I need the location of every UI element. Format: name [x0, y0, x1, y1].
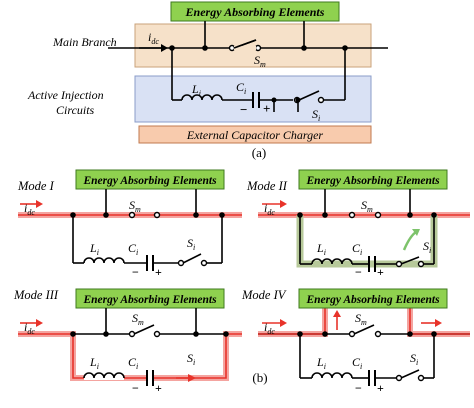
li-label: Li	[191, 82, 201, 98]
ci-label: Ci	[236, 80, 246, 96]
svg-text:+: +	[155, 381, 162, 395]
active-injection-label-1: Active Injection	[27, 88, 104, 102]
svg-text:+: +	[155, 265, 162, 279]
sm-label: Sm	[254, 53, 266, 69]
cap-minus: −	[240, 102, 247, 117]
svg-text:−: −	[355, 265, 362, 279]
mode-3-panel: Energy Absorbing Elements Mode III idc S…	[13, 288, 242, 395]
caption-b: (b)	[252, 370, 267, 385]
svg-text:Si: Si	[187, 351, 195, 367]
main-branch-region	[134, 23, 372, 68]
mode-2-energy-label: Energy Absorbing Elements	[305, 175, 440, 187]
svg-text:Ci: Ci	[128, 355, 138, 371]
svg-text:idc: idc	[264, 320, 275, 336]
idc-arrow	[161, 44, 168, 52]
svg-text:Li: Li	[89, 355, 99, 371]
svg-text:Ci: Ci	[352, 355, 362, 371]
charger-box	[138, 125, 372, 144]
si-label: Si	[312, 107, 320, 123]
cap-plus: +	[263, 101, 270, 116]
svg-text:Sm: Sm	[361, 198, 373, 214]
mode-4-right-arrow	[435, 319, 442, 327]
energy-absorbing-label: Energy Absorbing Elements	[185, 5, 325, 19]
mode-4-panel: Energy Absorbing Elements	[241, 288, 470, 395]
energy-absorbing-box	[170, 1, 340, 22]
svg-text:−: −	[355, 381, 362, 395]
mode-4-label: Mode IV	[241, 288, 287, 302]
mode-2-panel: Energy Absorbing Elements Mode II	[246, 169, 470, 279]
svg-text:−: −	[132, 381, 139, 395]
caption-a: (a)	[252, 145, 266, 160]
mode-4-up-arrow	[333, 310, 341, 317]
svg-text:Li: Li	[316, 355, 326, 371]
svg-text:Sm: Sm	[129, 198, 141, 214]
mode-1-panel: Energy Absorbing Elements Mode I idc Sm	[17, 169, 242, 279]
svg-text:idc: idc	[24, 201, 35, 217]
mode-1-energy-label: Energy Absorbing Elements	[82, 175, 217, 187]
main-branch-label: Main Branch	[52, 35, 117, 49]
mode-panels: Energy Absorbing Elements Mode I idc Sm	[13, 169, 470, 395]
svg-text:idc: idc	[24, 320, 35, 336]
svg-text:Si: Si	[187, 236, 195, 252]
svg-text:Li: Li	[89, 241, 99, 257]
si-switch	[298, 90, 320, 101]
mode-4-energy-label: Energy Absorbing Elements	[305, 294, 440, 306]
mode-2-label: Mode II	[246, 179, 288, 193]
active-injection-label-2: Circuits	[56, 103, 95, 117]
inductor-li	[181, 94, 223, 101]
charger-label: External Capacitor Charger	[186, 128, 324, 142]
svg-text:Si: Si	[410, 351, 418, 367]
svg-text:Ci: Ci	[352, 241, 362, 257]
mode-3-current-arrow	[188, 374, 196, 382]
mode-3-energy-label: Energy Absorbing Elements	[82, 294, 217, 306]
svg-text:+: +	[377, 381, 384, 395]
svg-text:Sm: Sm	[132, 311, 144, 327]
mode-2-current-arrow	[402, 230, 417, 251]
mode-3-label: Mode III	[13, 288, 59, 302]
svg-text:+: +	[377, 265, 384, 279]
svg-text:idc: idc	[264, 201, 275, 217]
svg-text:Si: Si	[423, 239, 431, 255]
svg-text:Sm: Sm	[355, 311, 367, 327]
svg-text:−: −	[132, 265, 139, 279]
svg-text:Ci: Ci	[128, 241, 138, 257]
idc-label: idc	[148, 30, 159, 46]
mode-1-label: Mode I	[17, 179, 55, 193]
part-a-circuit: Energy Absorbing Elements idc Sm	[27, 1, 388, 160]
svg-text:Li: Li	[316, 241, 326, 257]
